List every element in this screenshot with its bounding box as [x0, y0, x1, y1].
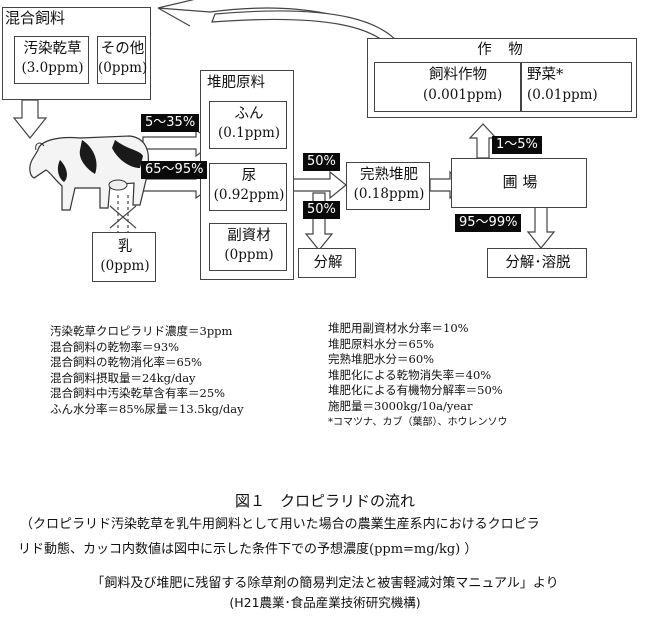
vegetable-box: 野菜* (0.01ppm)	[520, 62, 632, 112]
badge-to-compost: 50%	[303, 153, 340, 171]
params-left: 汚染乾草クロピラリド濃度＝3ppm 混合飼料の乾物率＝93% 混合飼料の乾物消化…	[50, 324, 244, 418]
param-line: 混合飼料中汚染乾草含有率＝25%	[50, 386, 226, 401]
other-feed-value: (0ppm)	[98, 60, 148, 76]
compost-materials-title: 堆肥原料	[207, 75, 265, 91]
crops-title: 作 物	[477, 42, 529, 58]
mature-compost-label: 完熟堆肥	[360, 167, 418, 183]
other-feed-label: その他	[100, 41, 145, 57]
figure-description-line1: （クロピラリド汚染乾草を乳牛用飼料として用いた場合の農業生産系内におけるクロピラ	[20, 517, 540, 532]
param-line: 完熟堆肥水分＝60%	[328, 352, 435, 367]
badge-to-crops: 1～5%	[492, 136, 542, 154]
param-line: 堆肥化による乾物消失率＝40%	[328, 367, 492, 382]
param-line: 混合飼料摂取量＝24kg/day	[50, 370, 196, 385]
compost-materials-box: 堆肥原料 ふん (0.1ppm) 尿 (0.92ppm) 副資材 (0ppm)	[200, 70, 294, 280]
badge-to-decomposition: 50%	[303, 201, 340, 219]
cow-illustration	[29, 135, 150, 211]
arrow-to-compost	[289, 170, 347, 200]
other-feed-box: その他 (0ppm)	[97, 36, 148, 84]
additive-box: 副資材 (0ppm)	[209, 223, 287, 271]
feed-crop-value: (0.001ppm)	[423, 87, 503, 103]
urine-box: 尿 (0.92ppm)	[209, 163, 287, 211]
figure-description-line2: リド動態、カッコ内数値は図中に示した条件下での予想濃度(ppm=mg/kg) ）	[18, 542, 478, 557]
urine-value: (0.92ppm)	[213, 187, 285, 203]
decomposition-box: 分解	[298, 248, 356, 278]
badge-to-feces: 5～35%	[141, 114, 200, 132]
param-line: 堆肥原料水分＝65%	[328, 336, 435, 351]
contaminated-hay-label: 汚染乾草	[23, 41, 82, 57]
param-line: 汚染乾草クロピラリド濃度＝3ppm	[50, 324, 233, 338]
param-line: 堆肥用副資材水分率＝10%	[328, 321, 469, 335]
figure-organization: (H21農業･食品産業技術研究機構)	[229, 595, 421, 610]
decomposition-label: 分解	[313, 255, 343, 271]
badge-field-loss: 95～99%	[455, 214, 522, 232]
milk-label: 乳	[117, 239, 133, 255]
figure-source: 「飼料及び堆肥に残留する除草剤の簡易判定法と被害軽減対策マニュアル」より	[91, 576, 559, 591]
arrow-feed-to-cow	[12, 99, 48, 139]
feed-crop-label: 飼料作物	[429, 67, 487, 83]
params-right: 堆肥用副資材水分率＝10% 堆肥原料水分＝65% 完熟堆肥水分＝60% 堆肥化に…	[328, 321, 508, 430]
feces-label: ふん	[234, 106, 264, 122]
param-line: 混合飼料の乾物消化率＝65%	[50, 355, 203, 370]
decomp-leaching-label: 分解･溶脱	[505, 255, 571, 271]
param-line: 施肥量＝3000kg/10a/year	[328, 398, 473, 413]
mixed-feed-box: 混合飼料 汚染乾草 (3.0ppm) その他 (0ppm)	[2, 7, 151, 100]
additive-label: 副資材	[227, 228, 271, 244]
arrow-field-to-crops	[468, 123, 498, 159]
contaminated-hay-value: (3.0ppm)	[21, 60, 84, 76]
milk-value: (0ppm)	[100, 258, 150, 274]
mature-compost-value: (0.18ppm)	[353, 186, 425, 202]
contaminated-hay-box: 汚染乾草 (3.0ppm)	[14, 36, 89, 84]
crops-box: 作 物 飼料作物 (0.001ppm) 野菜* (0.01ppm)	[367, 38, 637, 118]
footnote: *コマツナ、カブ（葉部）、ホウレンソウ	[328, 416, 508, 428]
vegetable-value: (0.01ppm)	[527, 87, 598, 103]
param-line: 堆肥化による有機物分解率＝50%	[328, 383, 503, 398]
feed-crop-box: 飼料作物 (0.001ppm)	[374, 62, 522, 112]
arrow-cow-to-milk	[109, 195, 137, 249]
mixed-feed-title: 混合飼料	[5, 9, 66, 27]
figure-title: 図１ クロピラリドの流れ	[234, 492, 415, 510]
field-label: 圃 場	[502, 173, 538, 191]
arrow-to-decomposition	[304, 192, 334, 251]
param-line: ふん水分率＝85%尿量＝13.5kg/day	[50, 401, 244, 416]
arrow-crops-to-feed-band	[211, 10, 409, 61]
mature-compost-box: 完熟堆肥 (0.18ppm)	[346, 162, 430, 210]
badge-to-urine: 65～95%	[141, 161, 208, 179]
param-line: 混合飼料の乾物率＝93%	[50, 339, 180, 354]
urine-label: 尿	[241, 168, 257, 184]
feces-value: (0.1ppm)	[217, 125, 281, 141]
additive-value: (0ppm)	[224, 247, 274, 263]
field-box: 圃 場	[451, 158, 587, 208]
decomp-leaching-box: 分解･溶脱	[487, 248, 587, 278]
feces-box: ふん (0.1ppm)	[209, 101, 287, 149]
milk-box: 乳 (0ppm)	[92, 232, 156, 282]
vegetable-label: 野菜*	[527, 67, 564, 83]
